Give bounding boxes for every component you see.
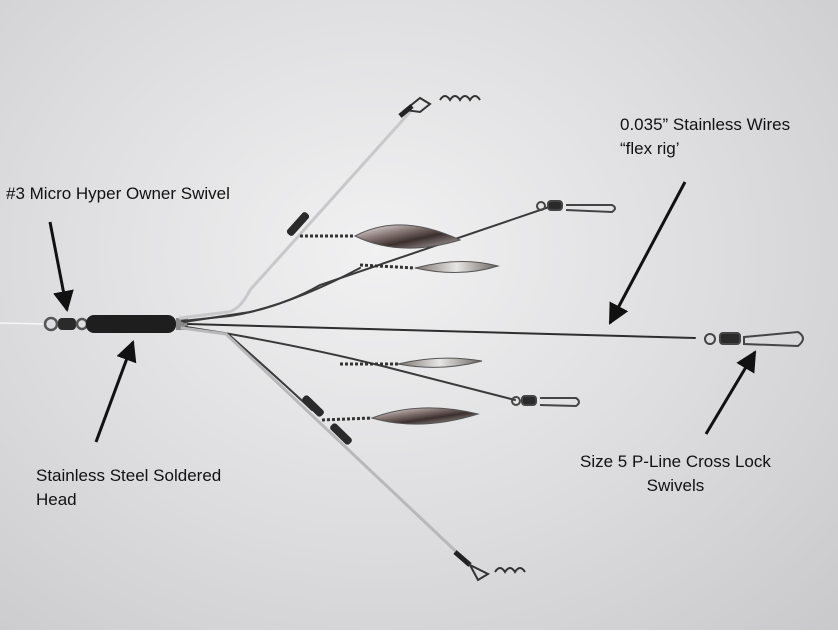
- wire-arms: [178, 110, 696, 562]
- arrow-swivel: [48, 221, 74, 313]
- label-cross-lock-swivels: Size 5 P-Line Cross Lock Swivels: [580, 450, 771, 498]
- arm-sleeve: [286, 212, 310, 236]
- cross-lock-snap: [704, 330, 804, 348]
- arm-sleeve: [302, 395, 324, 417]
- label-stainless-wires: 0.035” Stainless Wires “flex rig’: [620, 113, 790, 161]
- arrow-wires: [608, 181, 687, 325]
- label-cross-lock-line1: Size 5 P-Line Cross Lock: [580, 452, 771, 471]
- willow-blade: [359, 261, 500, 273]
- label-cross-lock-line2: Swivels: [646, 476, 705, 495]
- screw-lock-bottom: [453, 550, 526, 582]
- leader-line: [0, 322, 47, 325]
- label-stainless-wires-line1: 0.035” Stainless Wires: [620, 115, 791, 134]
- label-owner-swivel-text: #3 Micro Hyper Owner Swivel: [6, 184, 230, 203]
- willow-blade: [340, 357, 483, 368]
- cross-lock-snap: [511, 395, 580, 408]
- arm-sleeve: [330, 423, 352, 445]
- arrow-crosslock: [704, 350, 757, 435]
- willow-blade: [321, 407, 480, 425]
- label-soldered-head: Stainless Steel Soldered Head: [36, 464, 221, 512]
- arrow-head: [94, 340, 137, 443]
- label-soldered-head-line1: Stainless Steel Soldered: [36, 466, 222, 485]
- willow-blade: [300, 224, 462, 249]
- owner-swivel: [43, 316, 89, 332]
- annotation-arrows: [48, 181, 757, 443]
- label-soldered-head-line2: Head: [36, 490, 77, 509]
- soldered-head: [86, 315, 176, 333]
- cross-lock-snap: [536, 200, 616, 214]
- label-owner-swivel: #3 Micro Hyper Owner Swivel: [6, 182, 230, 206]
- screw-lock-top: [398, 95, 481, 118]
- label-stainless-wires-line2: “flex rig’: [620, 139, 680, 158]
